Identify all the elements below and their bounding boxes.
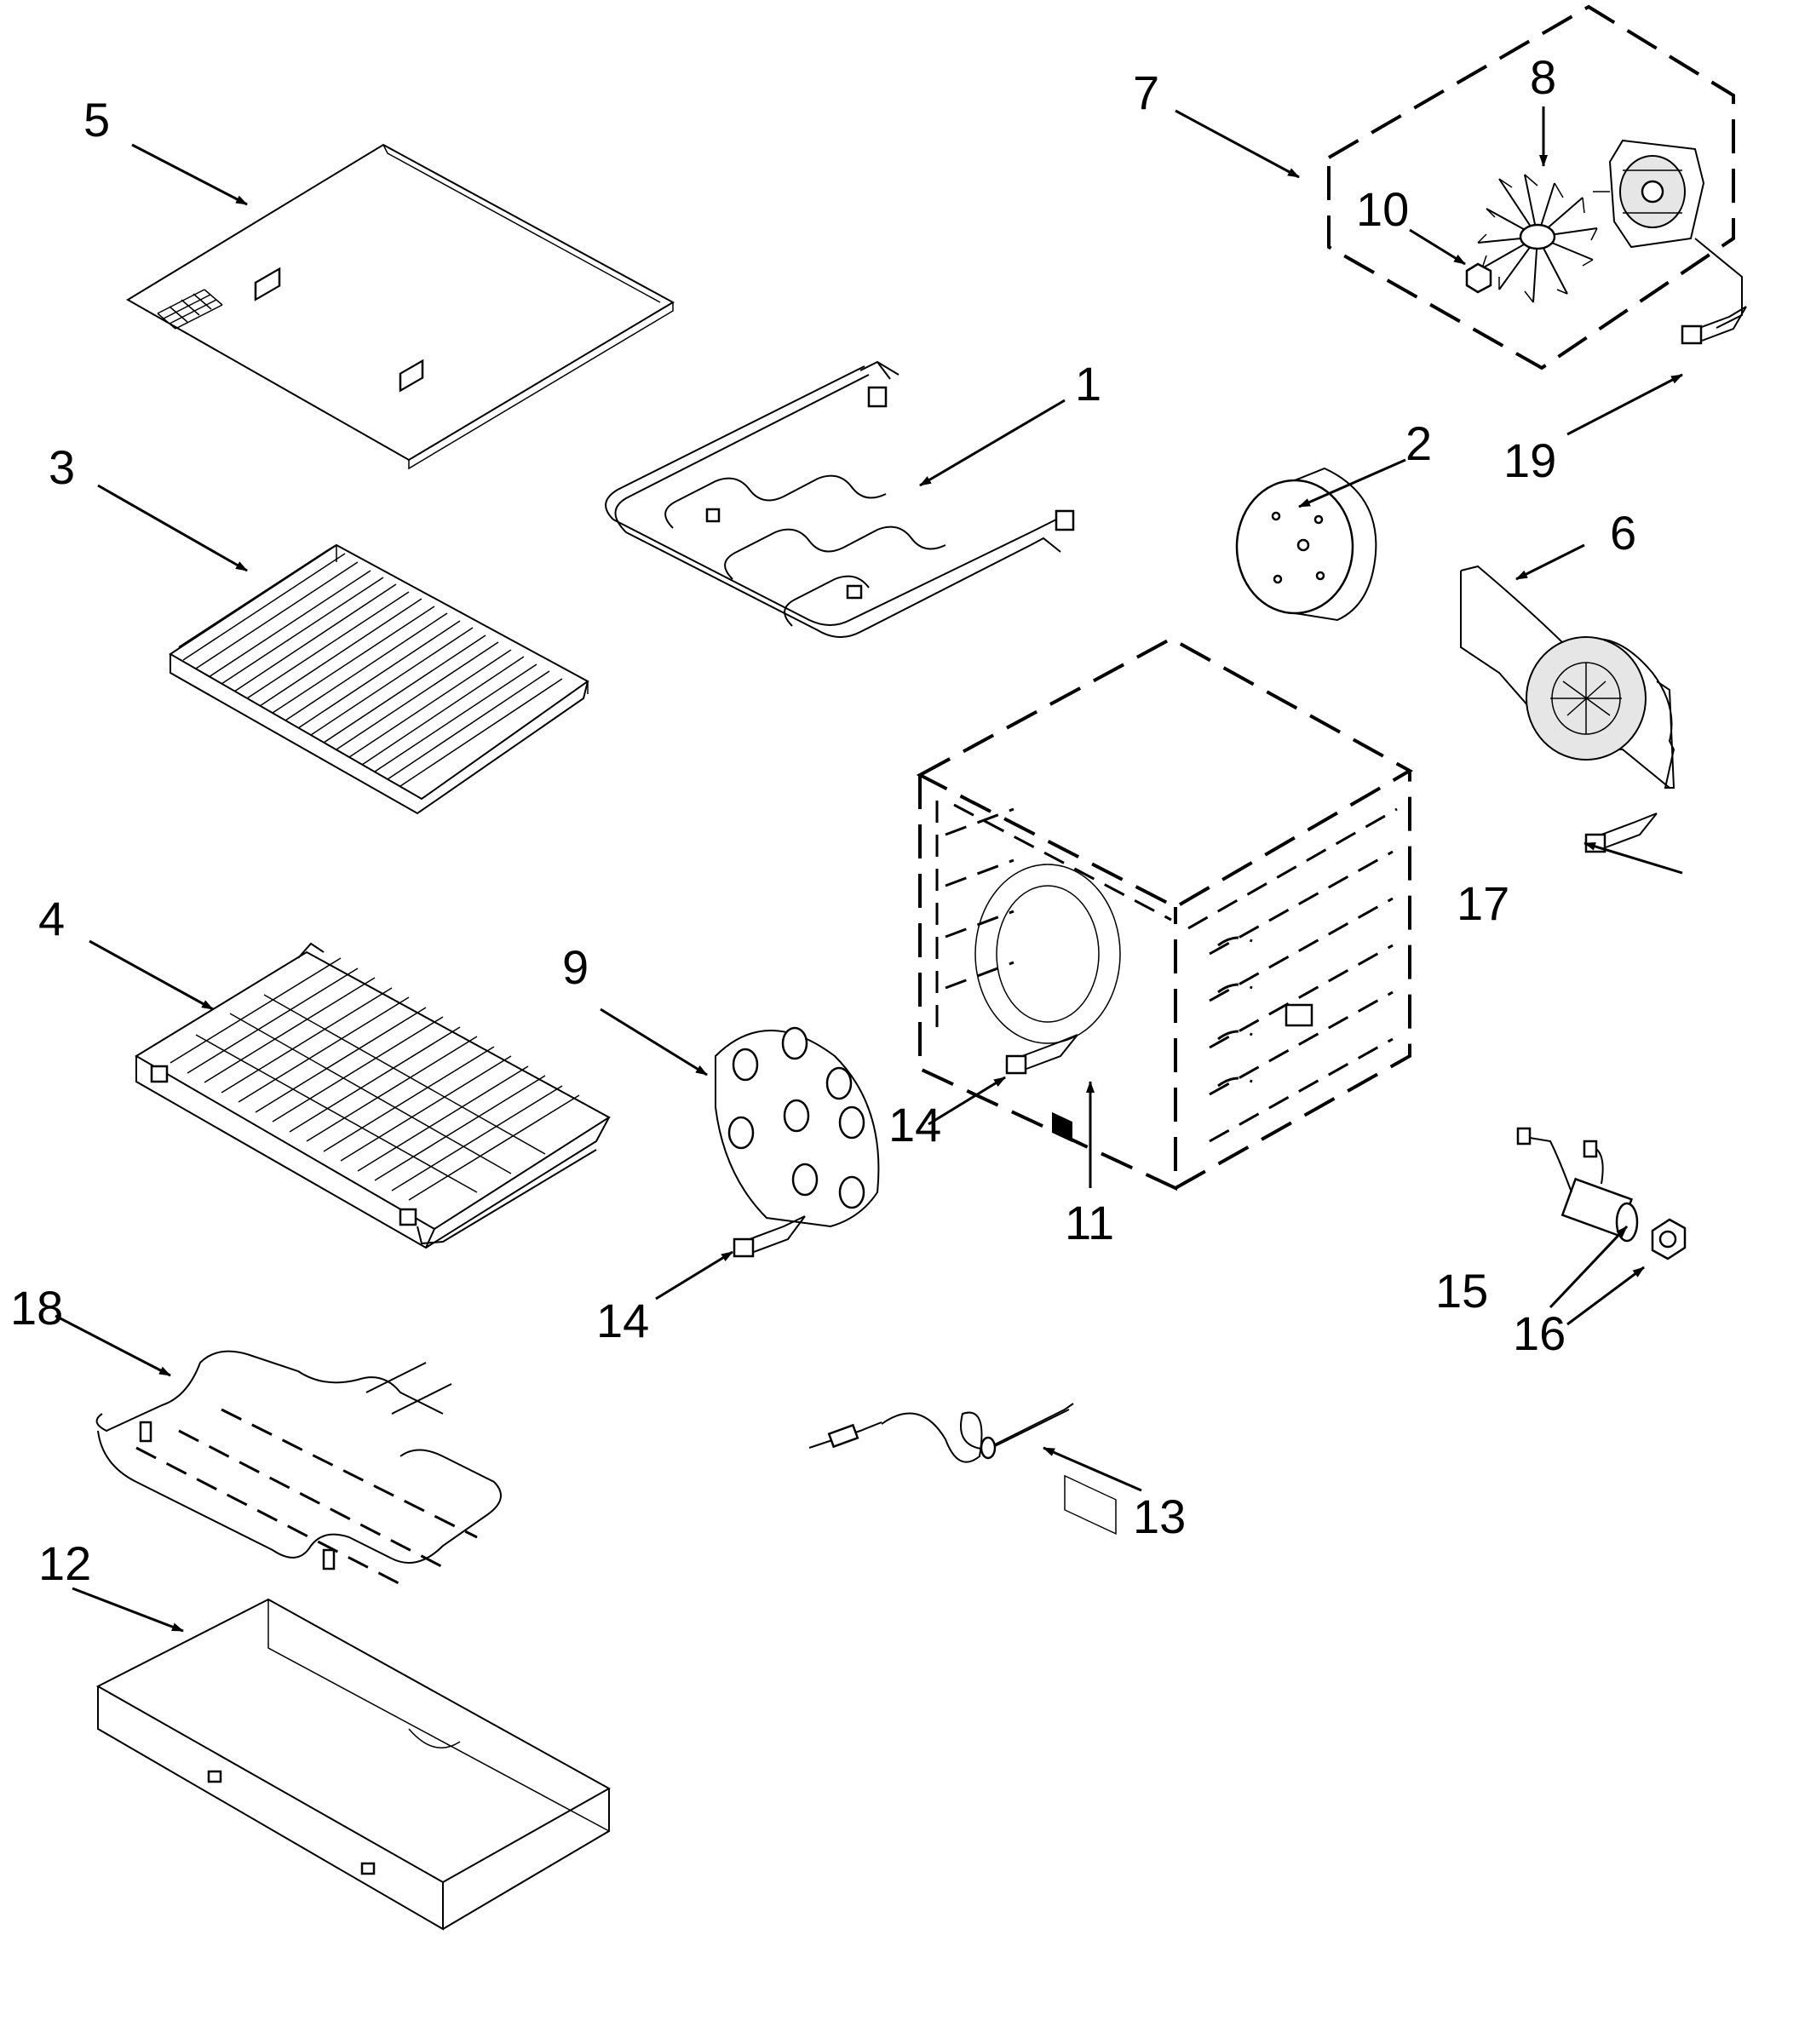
- part-2-fan-cover: [1235, 467, 1377, 622]
- callout-7: 7: [1133, 66, 1159, 119]
- part-7-convection-fan-kit: [1327, 4, 1735, 370]
- part-19-screw: [1681, 306, 1747, 345]
- part-13-meat-probe: [808, 1403, 1074, 1463]
- callout-8: 8: [1530, 50, 1556, 104]
- callout-14b: 14: [596, 1294, 649, 1347]
- callout-15: 15: [1435, 1264, 1488, 1318]
- part-15-temperature-sensor: [1516, 1127, 1639, 1243]
- part-4-extension-rack: [135, 942, 611, 1249]
- part-8-fan-blade: [1477, 174, 1598, 303]
- part-6-fan-baffle: [1460, 565, 1675, 789]
- part-12-bottom-pan: [95, 1598, 612, 1931]
- part-14-screw-2: [1005, 1034, 1078, 1075]
- callout-9: 9: [562, 940, 589, 994]
- callout-1: 1: [1075, 357, 1101, 411]
- callout-6: 6: [1610, 506, 1636, 560]
- part-16-hex-nut: [1651, 1218, 1687, 1260]
- callout-labels: 5 1 2 3 4 7 8 10 6 17 19 15 16 9 14 11 1…: [10, 50, 1636, 1590]
- leader-lines: [55, 106, 1683, 1633]
- part-10-nut: [1465, 262, 1492, 294]
- part-1-broil-element: [605, 360, 1075, 638]
- fan-motor: [1593, 139, 1743, 329]
- vent-hole-pattern: [157, 289, 223, 330]
- part-18-bake-element: [95, 1350, 502, 1586]
- callout-13: 13: [1133, 1490, 1186, 1543]
- callout-19: 19: [1503, 433, 1556, 487]
- callout-4: 4: [38, 892, 65, 945]
- callout-5: 5: [83, 93, 110, 146]
- part-14-screw: [733, 1215, 806, 1258]
- callout-11: 11: [1065, 1196, 1114, 1249]
- callout-18: 18: [10, 1281, 63, 1335]
- callout-16: 16: [1513, 1306, 1566, 1360]
- callout-17: 17: [1457, 876, 1509, 930]
- callout-2: 2: [1405, 416, 1432, 470]
- part-9-rear-plate: [715, 1026, 880, 1228]
- callout-12: 12: [38, 1536, 91, 1590]
- part-3-oven-rack: [169, 543, 589, 815]
- part-5-top-panel: [126, 143, 675, 470]
- callout-3: 3: [49, 440, 75, 494]
- callout-14a: 14: [888, 1098, 941, 1151]
- part-11-oven-cavity: [916, 636, 1414, 1535]
- callout-10: 10: [1356, 182, 1409, 236]
